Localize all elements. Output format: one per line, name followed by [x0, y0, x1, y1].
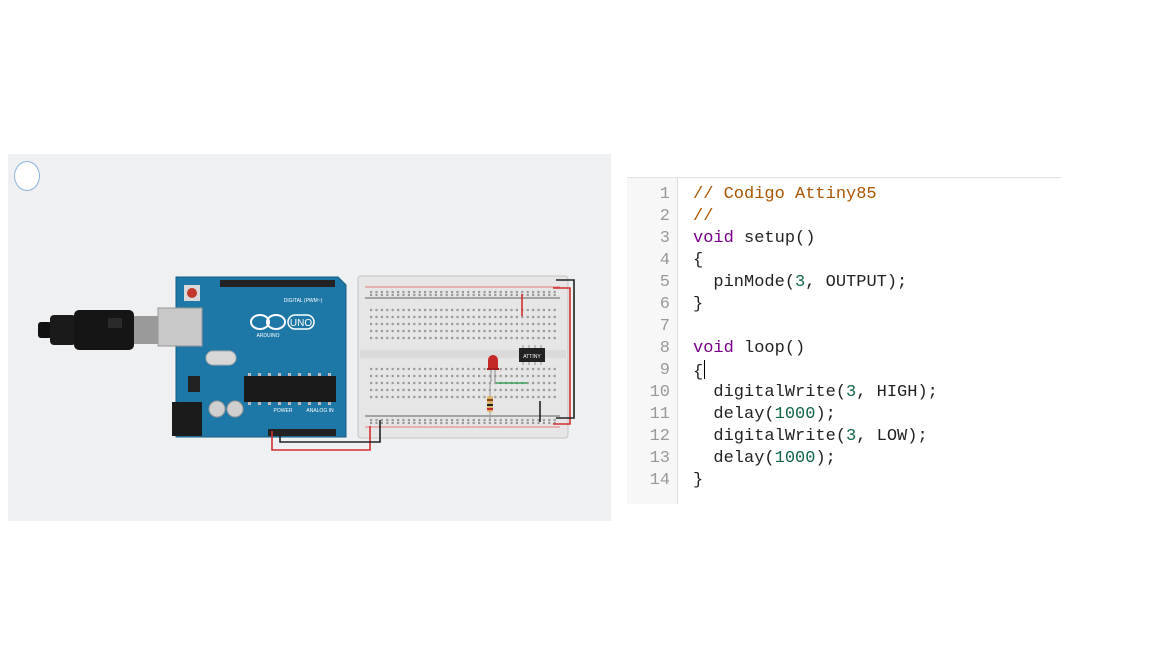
wire-black-bottom	[279, 420, 381, 443]
resistor[interactable]	[487, 384, 493, 420]
code-text: }	[693, 295, 704, 314]
atmega-chip	[244, 376, 336, 402]
code-line[interactable]: }	[693, 470, 703, 492]
line-number: 10	[649, 383, 670, 402]
line-number: 14	[649, 471, 670, 490]
code-text: setup()	[733, 229, 816, 248]
code-line[interactable]: //	[693, 206, 713, 228]
code-text: , HIGH);	[856, 383, 938, 402]
wire-red-bottom	[271, 426, 371, 451]
code-text: delay(	[693, 405, 775, 424]
text-cursor	[704, 360, 706, 379]
line-number: 8	[659, 339, 670, 358]
wire-red-right	[553, 287, 571, 425]
code-text: {	[693, 251, 704, 270]
circuit-canvas[interactable]: UNO ARDUINO DIGITAL (PWM~) POWER ANALOG …	[8, 154, 611, 521]
code-keyword: void	[693, 229, 734, 248]
selection-handle[interactable]	[14, 161, 40, 191]
code-comment: // Codigo Attiny85	[693, 185, 877, 204]
usb-cable[interactable]	[38, 310, 159, 350]
line-number: 2	[659, 207, 670, 226]
code-number: 3	[846, 383, 857, 402]
code-line[interactable]: {	[693, 250, 703, 272]
arduino-logo	[250, 314, 315, 330]
code-line[interactable]: // Codigo Attiny85	[693, 184, 877, 206]
line-number: 11	[649, 405, 670, 424]
code-text: }	[693, 471, 704, 490]
code-line[interactable]: void setup()	[693, 228, 815, 250]
line-number: 4	[659, 251, 670, 270]
code-text: , OUTPUT);	[805, 273, 908, 292]
power-header-label: POWER	[274, 408, 293, 414]
code-text: loop()	[733, 339, 806, 358]
code-line[interactable]: {	[693, 360, 706, 384]
code-text: delay(	[693, 449, 775, 468]
attiny-chip[interactable]: ATTINY	[519, 345, 545, 365]
line-number: 13	[649, 449, 670, 468]
board-logo-text: UNO	[290, 318, 312, 329]
code-keyword: void	[693, 339, 734, 358]
code-text: pinMode(	[693, 273, 796, 292]
power-analog-header	[268, 429, 336, 436]
arduino-uno-board[interactable]: UNO ARDUINO DIGITAL (PWM~) POWER ANALOG …	[157, 276, 347, 438]
circuit-drawing: UNO ARDUINO DIGITAL (PWM~) POWER ANALOG …	[38, 275, 575, 451]
code-text: , LOW);	[856, 427, 928, 446]
code-line[interactable]: pinMode(3, OUTPUT);	[693, 272, 907, 294]
digital-header	[220, 280, 335, 287]
red-led[interactable]	[487, 355, 499, 382]
board-brand-text: ARDUINO	[256, 333, 279, 339]
analog-header-label: ANALOG IN	[306, 408, 334, 414]
line-number: 5	[659, 273, 670, 292]
code-line[interactable]: delay(1000);	[693, 404, 836, 426]
code-line[interactable]: digitalWrite(3, HIGH);	[693, 382, 938, 404]
reset-button[interactable]	[187, 288, 197, 298]
line-number: 3	[659, 229, 670, 248]
code-text: );	[815, 405, 836, 424]
line-number: 12	[649, 427, 670, 446]
code-number: 3	[846, 427, 857, 446]
line-number: 7	[659, 317, 670, 336]
code-number: 1000	[774, 405, 816, 424]
wire-black-right	[556, 279, 575, 419]
code-comment: //	[693, 207, 714, 226]
digital-header-label: DIGITAL (PWM~)	[284, 298, 323, 304]
code-text: {	[693, 363, 704, 382]
line-number: 6	[659, 295, 670, 314]
code-line[interactable]: }	[693, 294, 703, 316]
code-text: digitalWrite(	[693, 427, 847, 446]
code-line[interactable]: digitalWrite(3, LOW);	[693, 426, 928, 448]
code-line[interactable]: void loop()	[693, 338, 805, 360]
code-line[interactable]: delay(1000);	[693, 448, 836, 470]
code-number: 3	[795, 273, 806, 292]
breadboard[interactable]	[357, 275, 569, 439]
code-text: digitalWrite(	[693, 383, 847, 402]
line-number: 9	[659, 361, 670, 380]
code-text: );	[815, 449, 836, 468]
wires[interactable]	[271, 279, 575, 451]
code-number: 1000	[774, 449, 816, 468]
attiny-chip-label: ATTINY	[523, 354, 541, 360]
line-number: 1	[659, 185, 670, 204]
